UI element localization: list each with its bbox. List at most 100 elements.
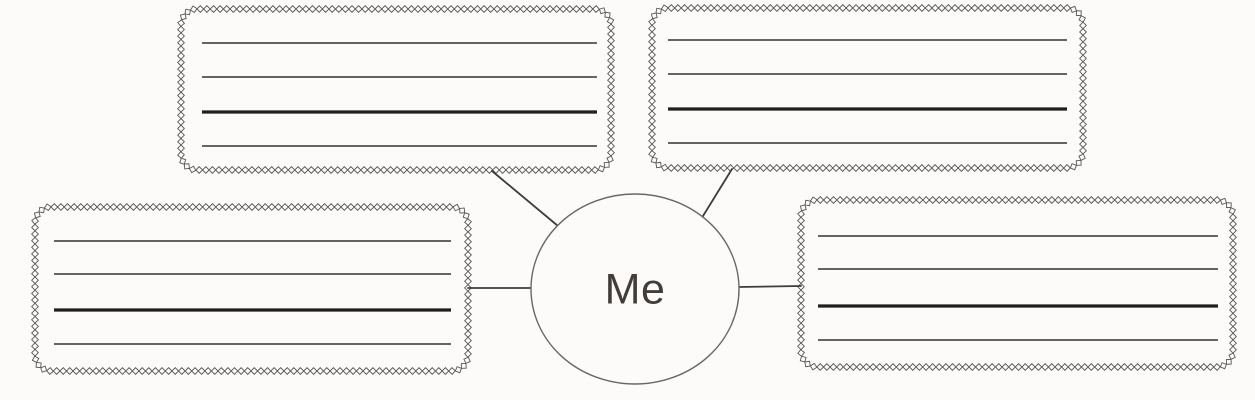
diamond-border-segment <box>122 203 131 211</box>
diamond-border-segment <box>822 196 831 204</box>
diamond-border-segment <box>472 166 481 174</box>
diamond-border-segment <box>1180 196 1188 204</box>
diamond-border-segment <box>31 302 39 311</box>
diamond-border-segment <box>56 203 65 211</box>
diamond-border-segment <box>275 5 284 13</box>
diamond-border-segment <box>829 196 838 204</box>
diamond-border-segment <box>648 31 656 40</box>
diamond-border-segment <box>463 356 471 365</box>
diamond-border-segment <box>869 196 878 204</box>
diamond-border-segment <box>726 4 735 12</box>
diamond-border-segment <box>845 164 854 172</box>
diamond-border-segment <box>607 109 615 118</box>
diamond-border-segment <box>871 164 880 172</box>
diamond-border-segment <box>506 5 515 13</box>
diamond-border-segment <box>98 367 107 375</box>
diamond-border-segment <box>235 5 244 13</box>
diamond-border-segment <box>797 315 805 324</box>
diamond-border-segment <box>797 276 805 285</box>
diamond-border-segment <box>648 123 656 132</box>
diamond-border-segment <box>994 196 1003 204</box>
diamond-border-segment <box>772 164 781 172</box>
diamond-border-segment <box>1153 363 1162 371</box>
diamond-border-segment <box>221 166 230 174</box>
connector-line <box>737 285 802 288</box>
diamond-border-segment <box>164 367 173 375</box>
diamond-border-segment <box>1228 207 1236 215</box>
diamond-border-segment <box>797 342 805 351</box>
diamond-border-segment <box>307 203 316 211</box>
diamond-border-segment <box>797 289 805 298</box>
diamond-border-segment <box>955 196 964 204</box>
diamond-border-segment <box>142 203 151 211</box>
diamond-border-segment <box>1206 363 1215 371</box>
diamond-border-segment <box>327 166 336 174</box>
diamond-border-segment <box>607 49 615 58</box>
diamond-border-segment <box>1034 363 1043 371</box>
diamond-border-segment <box>759 4 768 12</box>
diamond-border-segment <box>655 7 662 15</box>
diamond-border-segment <box>1079 61 1087 69</box>
diamond-border-segment <box>1229 253 1237 262</box>
diamond-border-segment <box>918 4 926 12</box>
diamond-border-segment <box>797 236 805 245</box>
diamond-border-segment <box>1074 363 1083 371</box>
diamond-border-segment <box>460 362 467 369</box>
diamond-border-segment <box>1229 292 1237 301</box>
diamond-border-segment <box>818 164 827 172</box>
diamond-border-segment <box>526 5 535 13</box>
diamond-border-segment <box>607 89 615 98</box>
diamond-border-segment <box>204 367 213 375</box>
diamond-border-segment <box>340 166 349 174</box>
diamond-border-segment <box>648 70 656 79</box>
diamond-border-segment <box>937 164 946 172</box>
diamond-border-segment <box>263 367 272 375</box>
diamond-border-segment <box>673 164 682 172</box>
diamond-border-segment <box>118 367 127 375</box>
diamond-border-segment <box>322 367 331 375</box>
diamond-border-segment <box>453 5 462 13</box>
diamond-border-segment <box>805 4 814 12</box>
diamond-border-segment <box>445 203 454 211</box>
diamond-border-segment <box>1075 10 1082 17</box>
diamond-border-segment <box>1063 4 1072 12</box>
diamond-border-segment <box>300 203 309 211</box>
diamond-border-segment <box>915 196 924 204</box>
diamond-border-segment <box>607 43 615 52</box>
diamond-border-segment <box>1087 196 1096 204</box>
diamond-border-segment <box>136 203 144 211</box>
diamond-border-segment <box>230 367 239 375</box>
diamond-border-segment <box>1229 272 1237 281</box>
diamond-border-segment <box>464 297 472 305</box>
diamond-border-segment <box>1003 164 1012 172</box>
diamond-border-segment <box>931 4 940 12</box>
diamond-border-segment <box>214 166 223 174</box>
diamond-border-segment <box>1056 4 1065 12</box>
diamond-border-segment <box>177 51 185 60</box>
diamond-border-segment <box>564 166 573 174</box>
diamond-border-segment <box>607 63 615 71</box>
diamond-border-segment <box>1127 196 1136 204</box>
diamond-border-segment <box>571 166 580 174</box>
diamond-border-segment <box>970 164 979 172</box>
diamond-border-segment <box>346 203 355 211</box>
diamond-border-segment <box>353 166 362 174</box>
diamond-border-segment <box>607 82 615 91</box>
diamond-border-segment <box>31 289 39 298</box>
diamond-chain-border <box>648 4 1087 172</box>
diamond-border-segment <box>382 367 391 375</box>
diamond-border-segment <box>884 164 893 172</box>
diamond-border-segment <box>812 164 821 172</box>
diamond-border-segment <box>816 196 825 204</box>
diamond-border-segment <box>797 262 805 271</box>
diamond-border-segment <box>558 166 566 174</box>
diamond-border-segment <box>1107 196 1116 204</box>
diamond-border-segment <box>911 164 920 172</box>
diamond-border-segment <box>31 335 39 344</box>
diamond-border-segment <box>720 4 729 12</box>
diamond-border-segment <box>144 367 153 375</box>
diamond-border-segment <box>177 111 185 120</box>
diamond-border-segment <box>1219 197 1228 206</box>
diamond-border-segment <box>572 5 581 13</box>
diamond-border-segment <box>797 249 805 258</box>
